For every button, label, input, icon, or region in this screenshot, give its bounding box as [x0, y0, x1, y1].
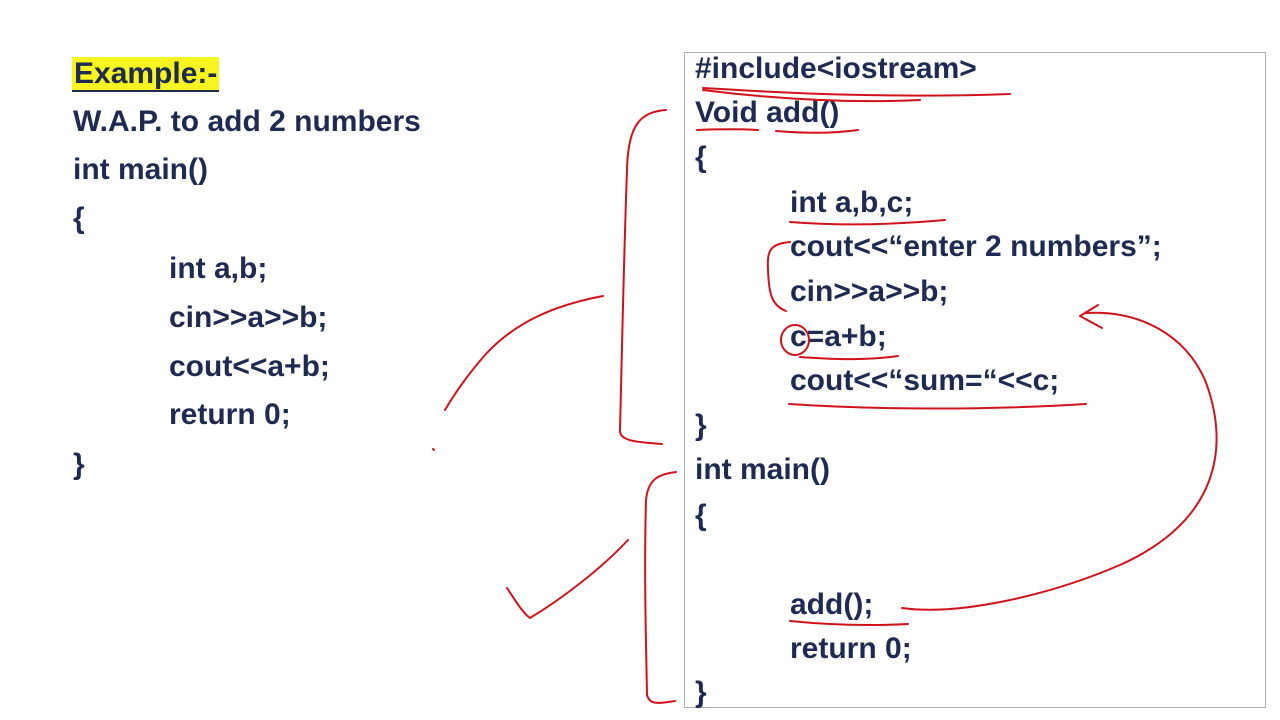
code-line: add();: [790, 588, 874, 621]
code-line: c=a+b;: [790, 320, 887, 353]
code-line: {: [695, 141, 707, 174]
code-line: cout<<“sum=“<<c;: [790, 364, 1060, 397]
code-box: [684, 52, 1266, 708]
code-line: int a,b;: [169, 252, 268, 285]
code-line: return 0;: [790, 632, 912, 665]
code-line: cout<<“enter 2 numbers”;: [790, 230, 1162, 263]
code-line: cout<<a+b;: [169, 350, 330, 383]
example-description: W.A.P. to add 2 numbers: [73, 105, 421, 138]
example-heading: Example:-: [72, 57, 220, 92]
code-line: int a,b,c;: [790, 186, 914, 219]
code-line: Void add(): [695, 96, 840, 129]
dot-mark: [432, 448, 435, 451]
code-line: int main(): [695, 453, 830, 486]
curve-left-to-right: [444, 295, 604, 411]
code-line: cin>>a>>b;: [790, 275, 949, 308]
bracket-add-function: [619, 109, 667, 445]
code-line: return 0;: [169, 398, 291, 431]
code-line: }: [73, 448, 85, 481]
code-line: int main(): [73, 153, 208, 186]
code-line: {: [73, 202, 85, 235]
check-mark: [506, 539, 629, 619]
code-line: {: [695, 499, 707, 532]
code-line: }: [695, 676, 707, 709]
code-line: }: [695, 409, 707, 442]
bracket-main-function: [644, 471, 677, 704]
code-line: #include<iostream>: [695, 52, 977, 85]
code-line: cin>>a>>b;: [169, 301, 328, 334]
